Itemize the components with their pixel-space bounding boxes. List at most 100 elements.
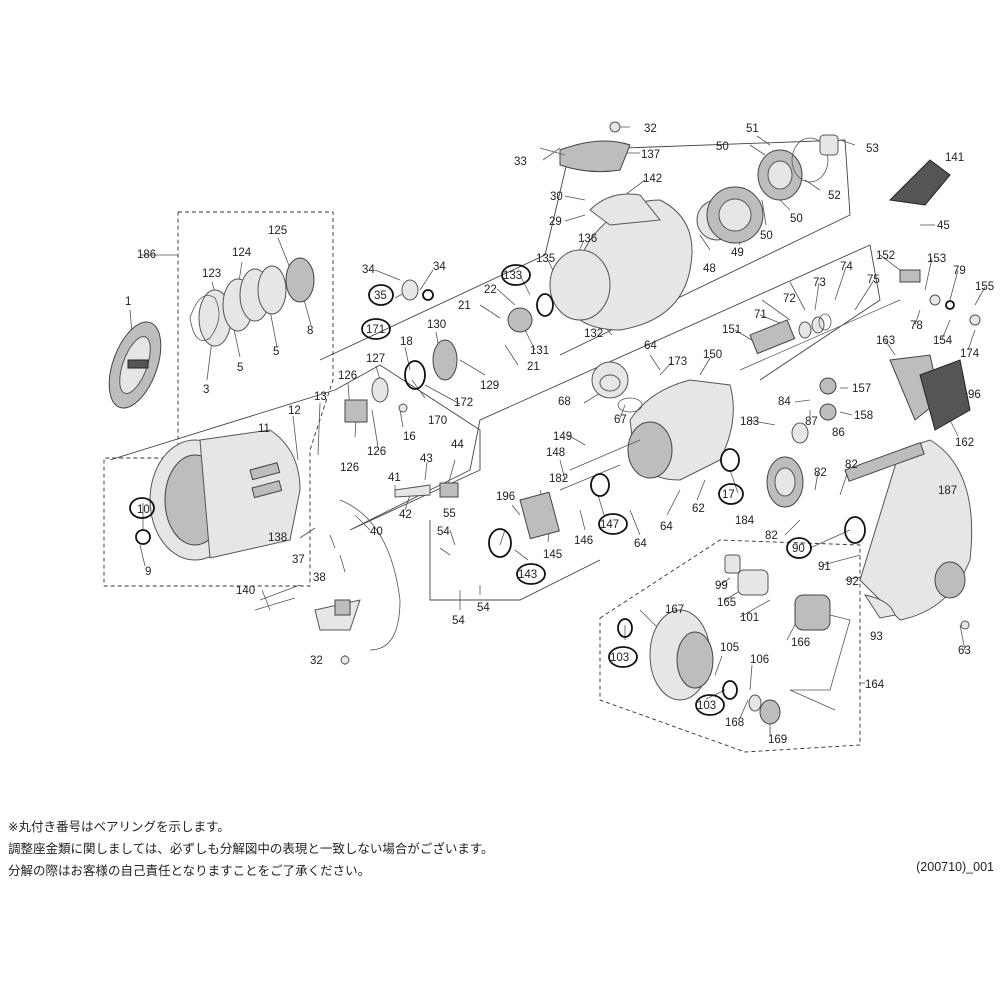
callout-label: 34	[362, 264, 375, 276]
drive-gear-and-pinion	[488, 374, 866, 558]
callout-label: 1	[125, 296, 131, 308]
callout-label: 183	[740, 416, 759, 428]
callout-label: 12	[288, 405, 301, 417]
callout-label: 75	[867, 274, 880, 286]
callout-label: 150	[703, 349, 722, 361]
callout-label: 133	[503, 270, 522, 282]
callout-label: 40	[370, 526, 383, 538]
callout-label: 18	[400, 336, 413, 348]
callout-label: 16	[403, 431, 416, 443]
callout-label: 72	[783, 293, 796, 305]
callout-label: 37	[292, 554, 305, 566]
callout-label: 64	[644, 340, 657, 352]
callout-label: 182	[549, 473, 568, 485]
callout-label: 38	[313, 572, 326, 584]
callout-label: 64	[660, 521, 673, 533]
callout-label: 123	[202, 268, 221, 280]
callout-label: 127	[366, 353, 385, 365]
callout-label: 162	[955, 437, 974, 449]
callout-label: 91	[818, 561, 831, 573]
callout-label: 152	[876, 250, 895, 262]
callout-label: 172	[454, 397, 473, 409]
callout-label: 50	[760, 230, 773, 242]
callout-label: 147	[600, 519, 619, 531]
callout-label: 10	[137, 504, 150, 516]
body-section-line	[109, 244, 881, 531]
callout-label: 167	[665, 604, 684, 616]
callout-label: 168	[725, 717, 744, 729]
callout-label: 184	[735, 515, 755, 527]
callout-label: 137	[641, 149, 660, 161]
rotor-section-line	[319, 139, 851, 361]
callout-label: 5	[273, 346, 279, 358]
callout-label: 73	[813, 277, 826, 289]
callout-label: 74	[840, 261, 853, 273]
drag-washer-stack	[189, 257, 315, 347]
bearing-callout-circles	[129, 264, 812, 716]
callout-label: 125	[268, 225, 287, 237]
callout-label: 155	[975, 281, 994, 293]
callout-label: 3	[203, 384, 209, 396]
callout-label: 173	[668, 356, 687, 368]
callout-label: 8	[307, 325, 313, 337]
callout-label: 169	[768, 734, 787, 746]
callout-label: 186	[137, 249, 156, 261]
reel-body	[591, 361, 734, 481]
callout-label: 149	[553, 431, 572, 443]
spool	[135, 429, 301, 561]
callout-label: 153	[927, 253, 946, 265]
callout-label: 146	[574, 535, 593, 547]
callout-label: 96	[968, 389, 981, 401]
callout-label: 82	[765, 530, 778, 542]
footnote-disassembly: 分解の際はお客様の自己責任となりますことをご了承ください。	[8, 863, 371, 878]
callout-label: 196	[496, 491, 515, 503]
callout-label: 129	[480, 380, 499, 392]
callout-label: 53	[866, 143, 879, 155]
callout-label: 51	[746, 123, 759, 135]
callout-label: 43	[420, 453, 433, 465]
callout-label: 158	[854, 410, 873, 422]
footnote-washers: 調整座金類に関しましては、必ずしも分解図中の表現と一致しない場合がございます。	[8, 841, 494, 856]
callout-label: 163	[876, 335, 895, 347]
callout-label: 45	[937, 220, 950, 232]
rotor-nut-and-gears	[696, 134, 951, 244]
callout-label: 187	[938, 485, 957, 497]
line-roller-assembly	[344, 279, 459, 498]
callout-label: 103	[610, 652, 629, 664]
callout-label: 49	[731, 247, 744, 259]
callout-label: 54	[477, 602, 490, 614]
callout-label: 140	[236, 585, 255, 597]
pinion-section-line	[429, 520, 601, 601]
callout-label: 157	[852, 383, 871, 395]
handle-assembly	[617, 554, 851, 725]
callout-label: 82	[845, 459, 858, 471]
callout-label: 154	[933, 335, 953, 347]
bail-wire	[254, 499, 401, 665]
callout-label: 33	[514, 156, 527, 168]
callout-label: 126	[340, 462, 359, 474]
callout-label: 42	[399, 509, 412, 521]
callout-label: 151	[722, 324, 741, 336]
callout-label: 92	[846, 576, 859, 588]
callout-label: 35	[374, 290, 387, 302]
callout-label: 64	[634, 538, 647, 550]
callout-label: 54	[452, 615, 465, 627]
callout-label: 126	[367, 446, 386, 458]
callout-label: 21	[458, 300, 471, 312]
callout-label: 13	[314, 391, 327, 403]
callout-label: 166	[791, 637, 810, 649]
callout-label: 143	[518, 569, 537, 581]
callout-label: 68	[558, 396, 571, 408]
callout-label: 41	[388, 472, 401, 484]
rotor	[507, 121, 693, 333]
callout-label: 174	[960, 348, 980, 360]
callout-label: 148	[546, 447, 565, 459]
callout-label: 21	[527, 361, 540, 373]
callout-label: 131	[530, 345, 549, 357]
callout-label: 106	[750, 654, 769, 666]
callout-label: 164	[865, 679, 885, 691]
callout-label: 142	[643, 173, 662, 185]
callout-label: 86	[832, 427, 845, 439]
